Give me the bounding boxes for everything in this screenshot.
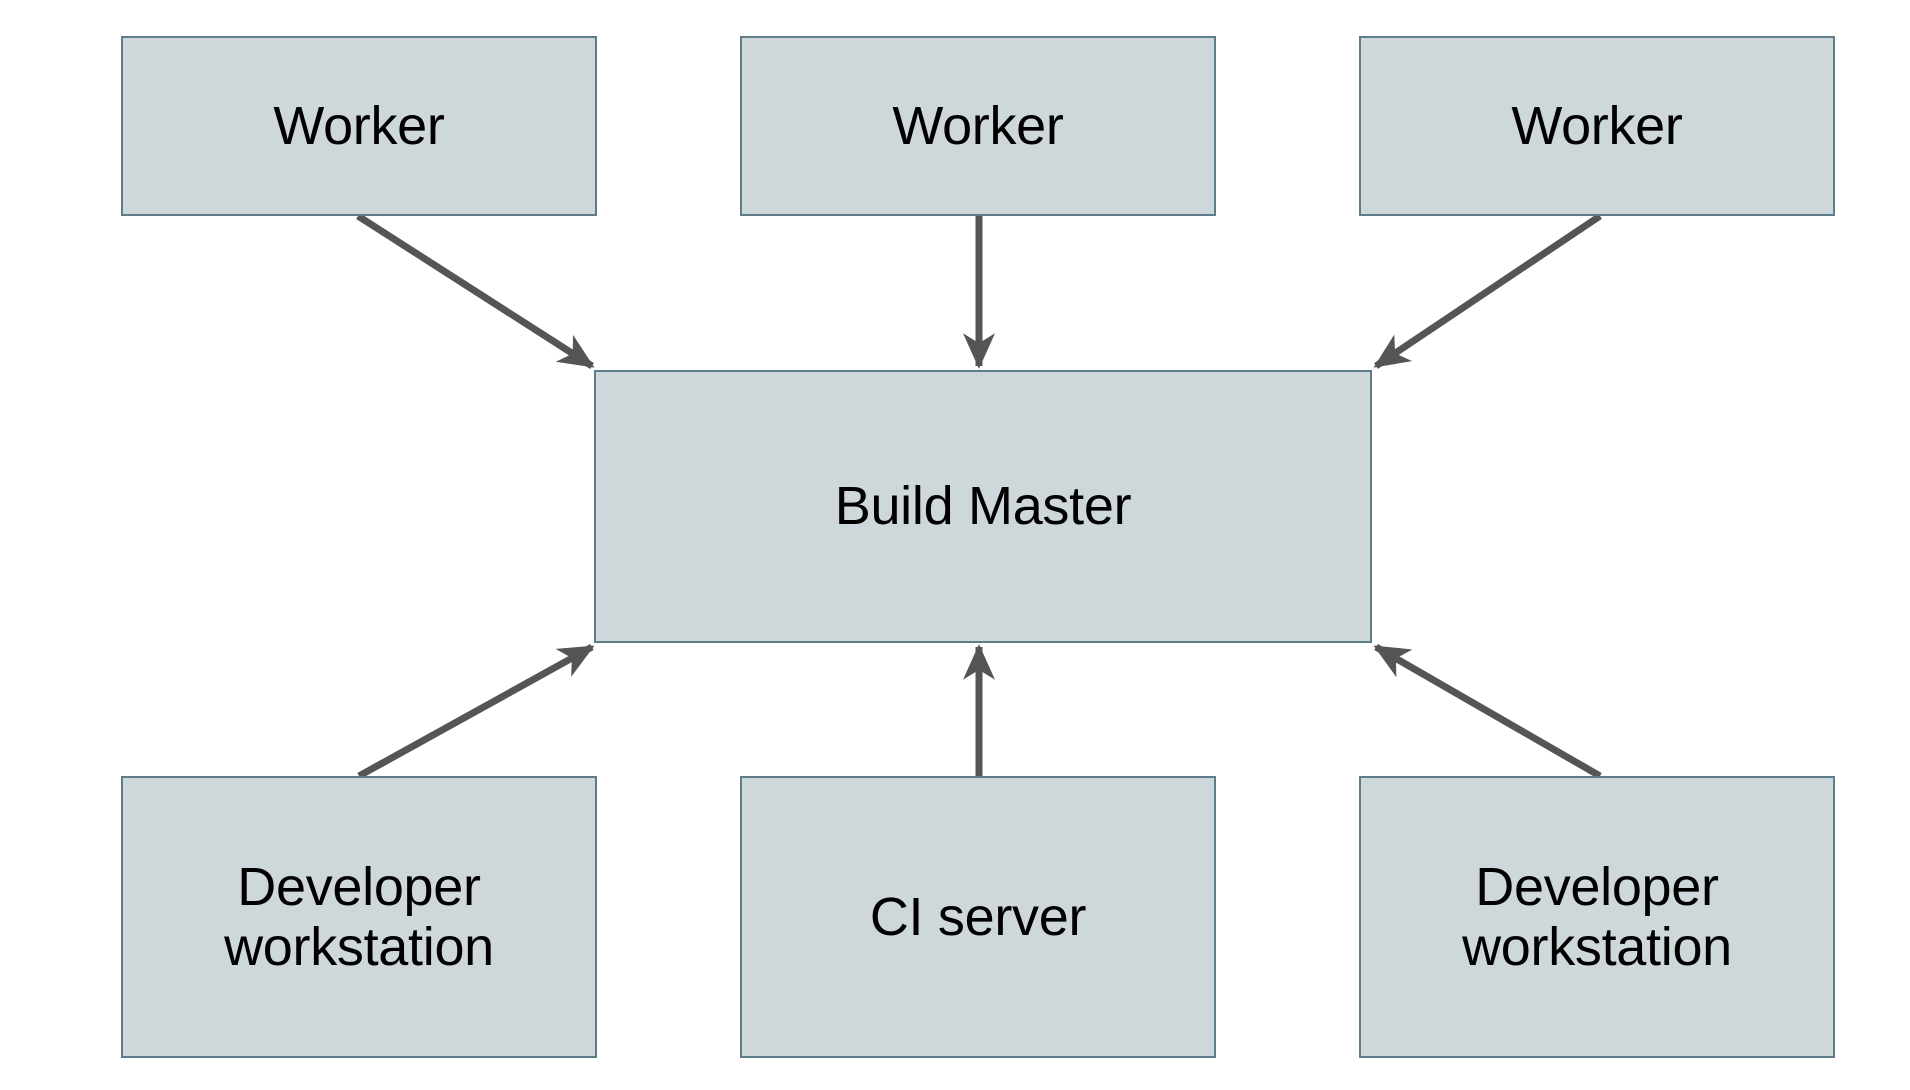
edge-worker-1-to-build-master: [356, 213, 595, 369]
node-worker-3-label: Worker: [1511, 95, 1683, 156]
node-worker-2[interactable]: Worker: [740, 36, 1216, 216]
node-worker-2-label: Worker: [892, 95, 1064, 156]
node-dev-workstation-left[interactable]: Developer workstation: [121, 776, 597, 1058]
node-build-master-label: Build Master: [834, 476, 1132, 537]
node-ci-server[interactable]: CI server: [740, 776, 1216, 1058]
edge-worker-3-to-build-master: [1373, 213, 1602, 369]
node-dev-workstation-left-label: Developer workstation: [224, 856, 494, 977]
node-build-master[interactable]: Build Master: [594, 370, 1372, 643]
node-worker-3[interactable]: Worker: [1359, 36, 1835, 216]
node-worker-1[interactable]: Worker: [121, 36, 597, 216]
node-worker-1-label: Worker: [273, 95, 445, 156]
edge-dev-workstation-left-to-build-master: [357, 643, 595, 780]
node-dev-workstation-right-label: Developer workstation: [1462, 856, 1732, 977]
edge-dev-workstation-right-to-build-master: [1373, 643, 1602, 780]
node-dev-workstation-right[interactable]: Developer workstation: [1359, 776, 1835, 1058]
node-ci-server-label: CI server: [869, 886, 1087, 947]
